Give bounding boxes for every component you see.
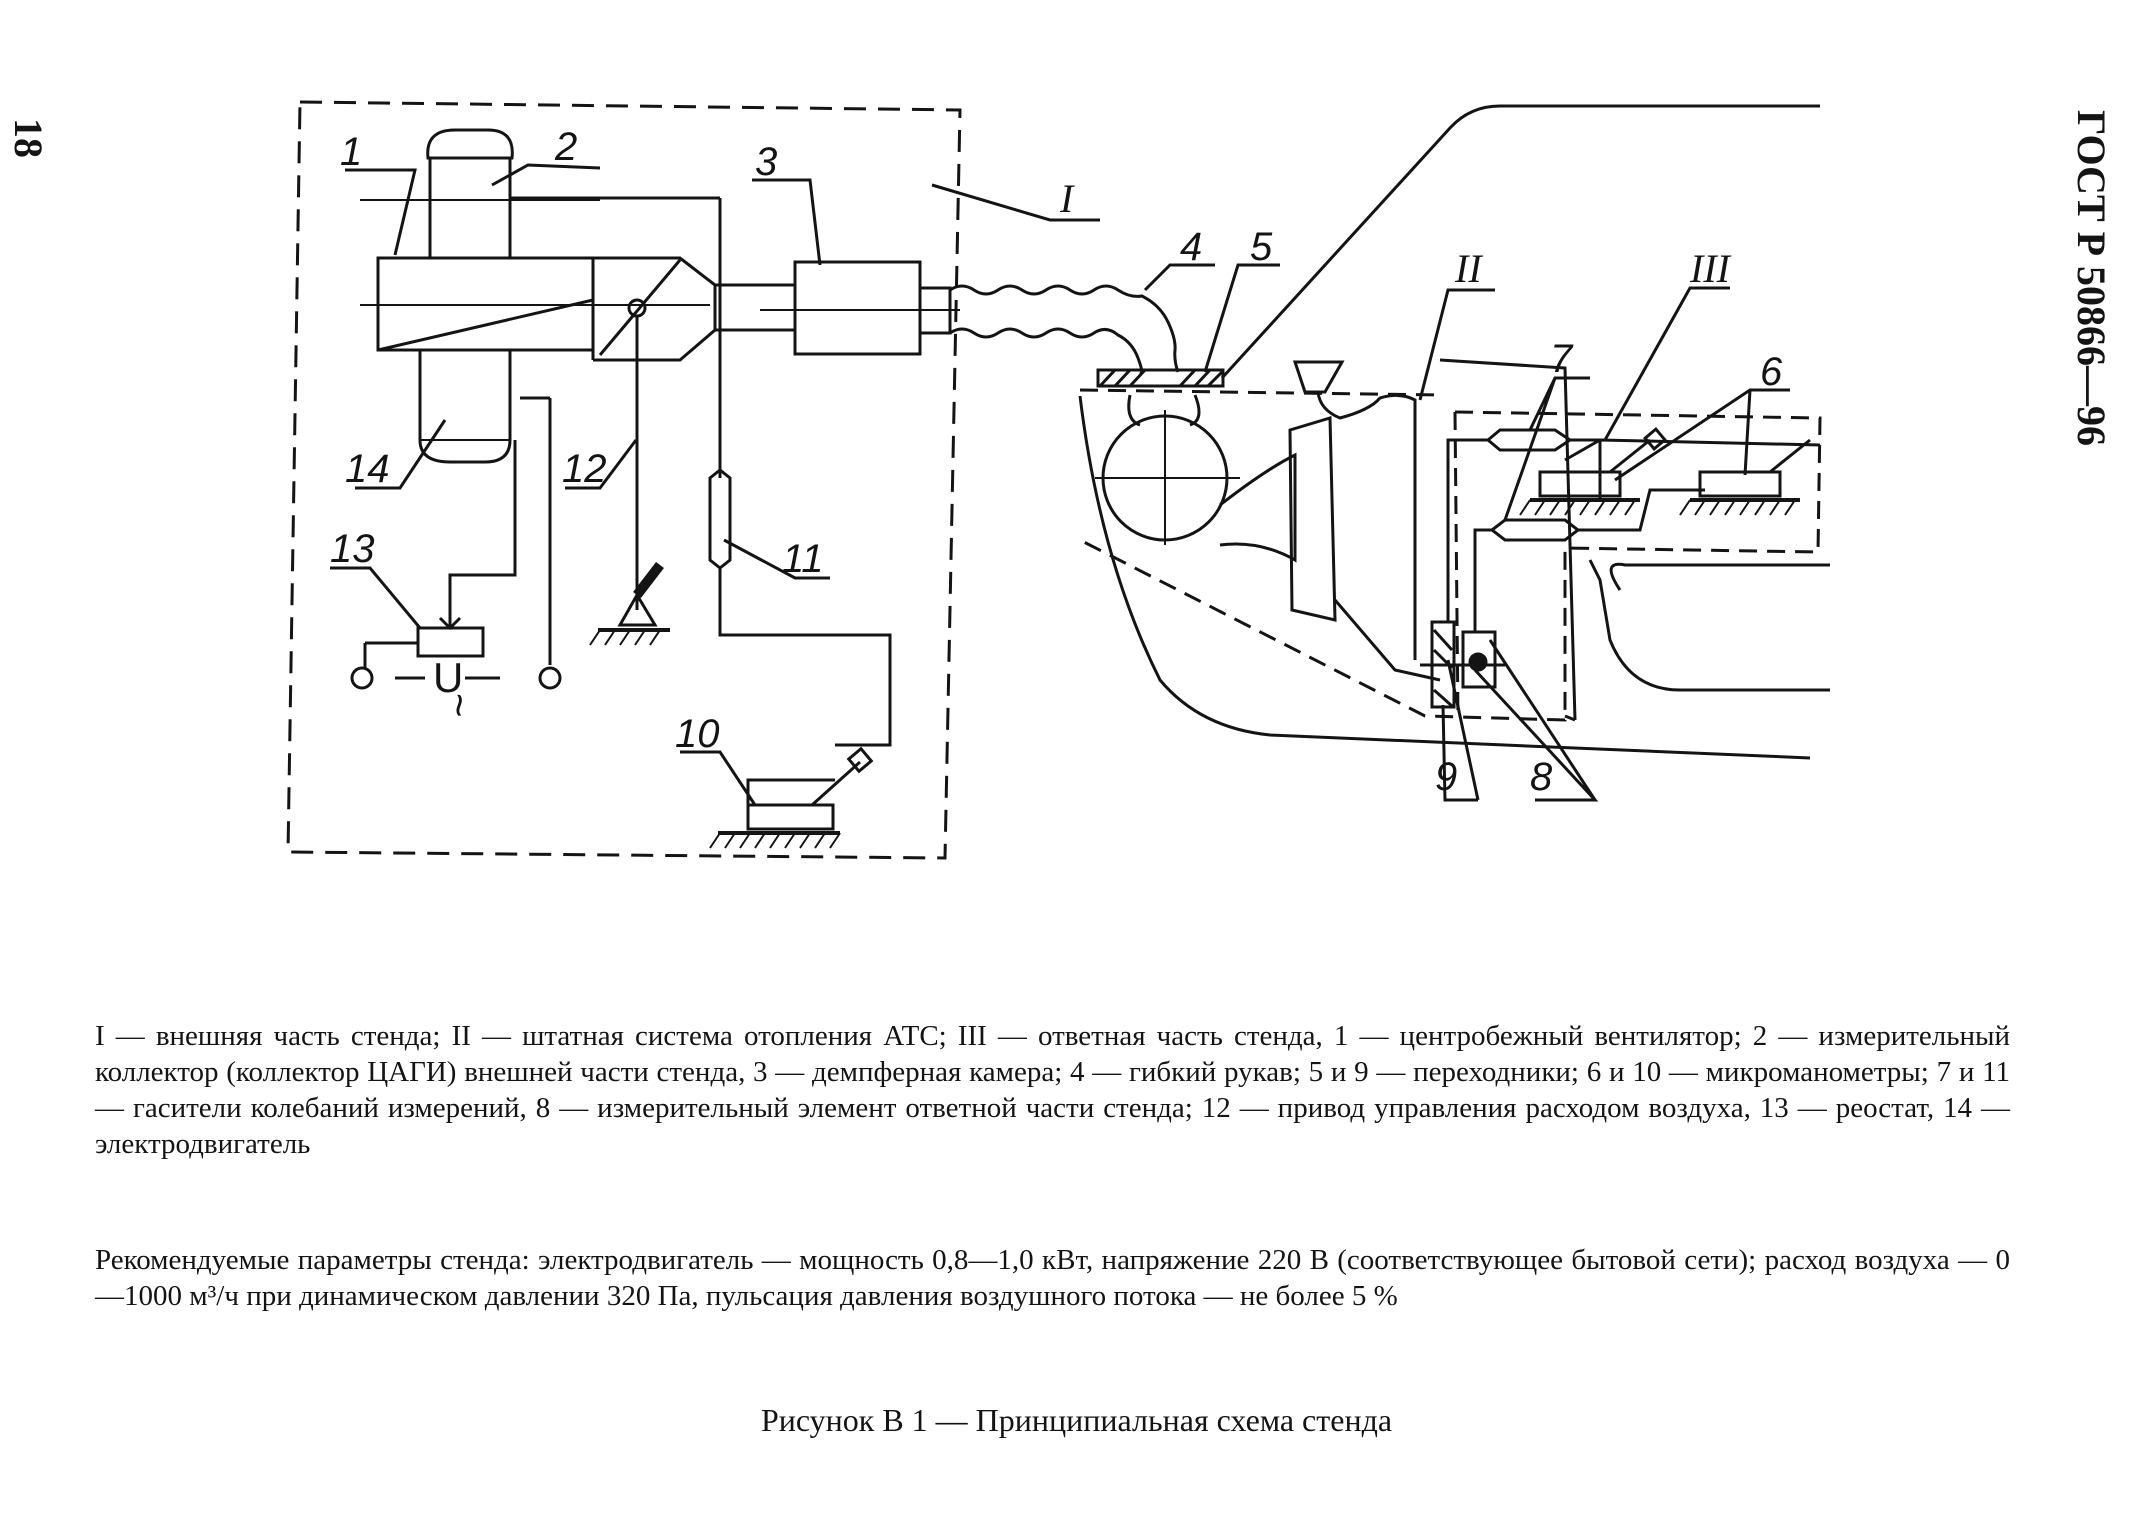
damper-7-upper	[1485, 428, 1573, 452]
figure-caption: Рисунок В 1 — Принципиальная схема стенд…	[760, 1402, 1393, 1438]
region-ii-boundary	[1079, 388, 1441, 397]
region-label-ii: II	[1454, 246, 1483, 291]
vehicle-panel-outline	[1439, 358, 1577, 721]
region-iii-boundary-top	[1453, 411, 1460, 721]
leader-11	[723, 538, 830, 580]
damper-chamber	[793, 260, 922, 356]
recommended-parameters: Рекомендуемые параметры стенда: электрод…	[95, 1244, 2010, 1312]
label-2: 2	[554, 125, 577, 169]
stand-schematic-diagram: 1 2 3 4 5 6 7 8 9 10 11 12 13 14 I II II…	[286, 100, 1830, 860]
ac-symbol: ~	[436, 693, 483, 718]
lever-pivot	[617, 592, 658, 627]
label-12: 12	[562, 447, 607, 491]
label-14: 14	[345, 447, 390, 491]
dashboard-lower	[1588, 559, 1830, 692]
label-4: 4	[1180, 225, 1202, 269]
label-13: 13	[330, 527, 375, 571]
leader-I	[931, 183, 1100, 222]
micromanometer-6a	[1538, 470, 1622, 498]
leader-III	[1603, 286, 1730, 441]
label-11: 11	[782, 537, 824, 581]
leader-1	[345, 168, 417, 256]
micromanometer-10	[746, 803, 835, 831]
leader-8	[1473, 639, 1599, 802]
heater-core	[1288, 415, 1337, 622]
collector-inlet	[428, 156, 512, 260]
region-i-boundary	[286, 100, 962, 860]
pipe	[713, 283, 797, 332]
leader-9	[1441, 659, 1480, 802]
leader-14	[355, 419, 447, 490]
region-label-i: I	[1059, 176, 1075, 221]
damper-pivot	[627, 298, 647, 318]
region-iii-boundary	[1079, 410, 1822, 722]
dashboard-inner	[1609, 562, 1830, 591]
label-8: 8	[1530, 755, 1553, 799]
voltage-symbol: U	[433, 654, 463, 701]
collector-cap	[426, 128, 514, 160]
label-10: 10	[675, 712, 720, 756]
label-7: 7	[1550, 337, 1574, 381]
terminal-left	[350, 666, 374, 690]
leader-13	[330, 566, 422, 629]
terminal-right	[538, 666, 562, 690]
leader-3	[752, 178, 822, 266]
leader-5	[1203, 263, 1280, 373]
leader-10	[680, 750, 757, 806]
adapter-5	[1096, 368, 1225, 388]
flexible-hose	[949, 284, 1180, 373]
damper-7-lower	[1489, 518, 1581, 542]
figure-legend: I — внешняя часть стенда; II — штатная с…	[95, 1020, 2010, 1160]
diffuser	[593, 256, 717, 362]
micromanometer-6b	[1698, 470, 1782, 498]
heater-hose	[1292, 360, 1345, 394]
label-5: 5	[1250, 225, 1273, 269]
vehicle-floor-outline	[1078, 395, 1811, 760]
vehicle-panel-right	[1564, 438, 1821, 722]
damper-11	[708, 468, 732, 570]
label-1: 1	[340, 130, 362, 174]
leader-7	[1503, 376, 1590, 521]
vehicle-body-outline	[1220, 104, 1820, 380]
region-label-iii: III	[1689, 246, 1732, 291]
leader-II	[1418, 288, 1495, 401]
leader-6	[1614, 388, 1790, 482]
label-3: 3	[755, 140, 777, 184]
heater-duct	[1219, 452, 1297, 563]
leader-4	[1143, 263, 1215, 292]
measuring-element-8	[1461, 630, 1497, 689]
rheostat	[416, 626, 485, 658]
damper-blade	[598, 259, 682, 356]
leader-2	[491, 163, 601, 187]
label-9: 9	[1435, 755, 1457, 799]
leader-12	[565, 439, 638, 490]
label-6: 6	[1760, 350, 1783, 394]
motor-14	[418, 350, 512, 464]
